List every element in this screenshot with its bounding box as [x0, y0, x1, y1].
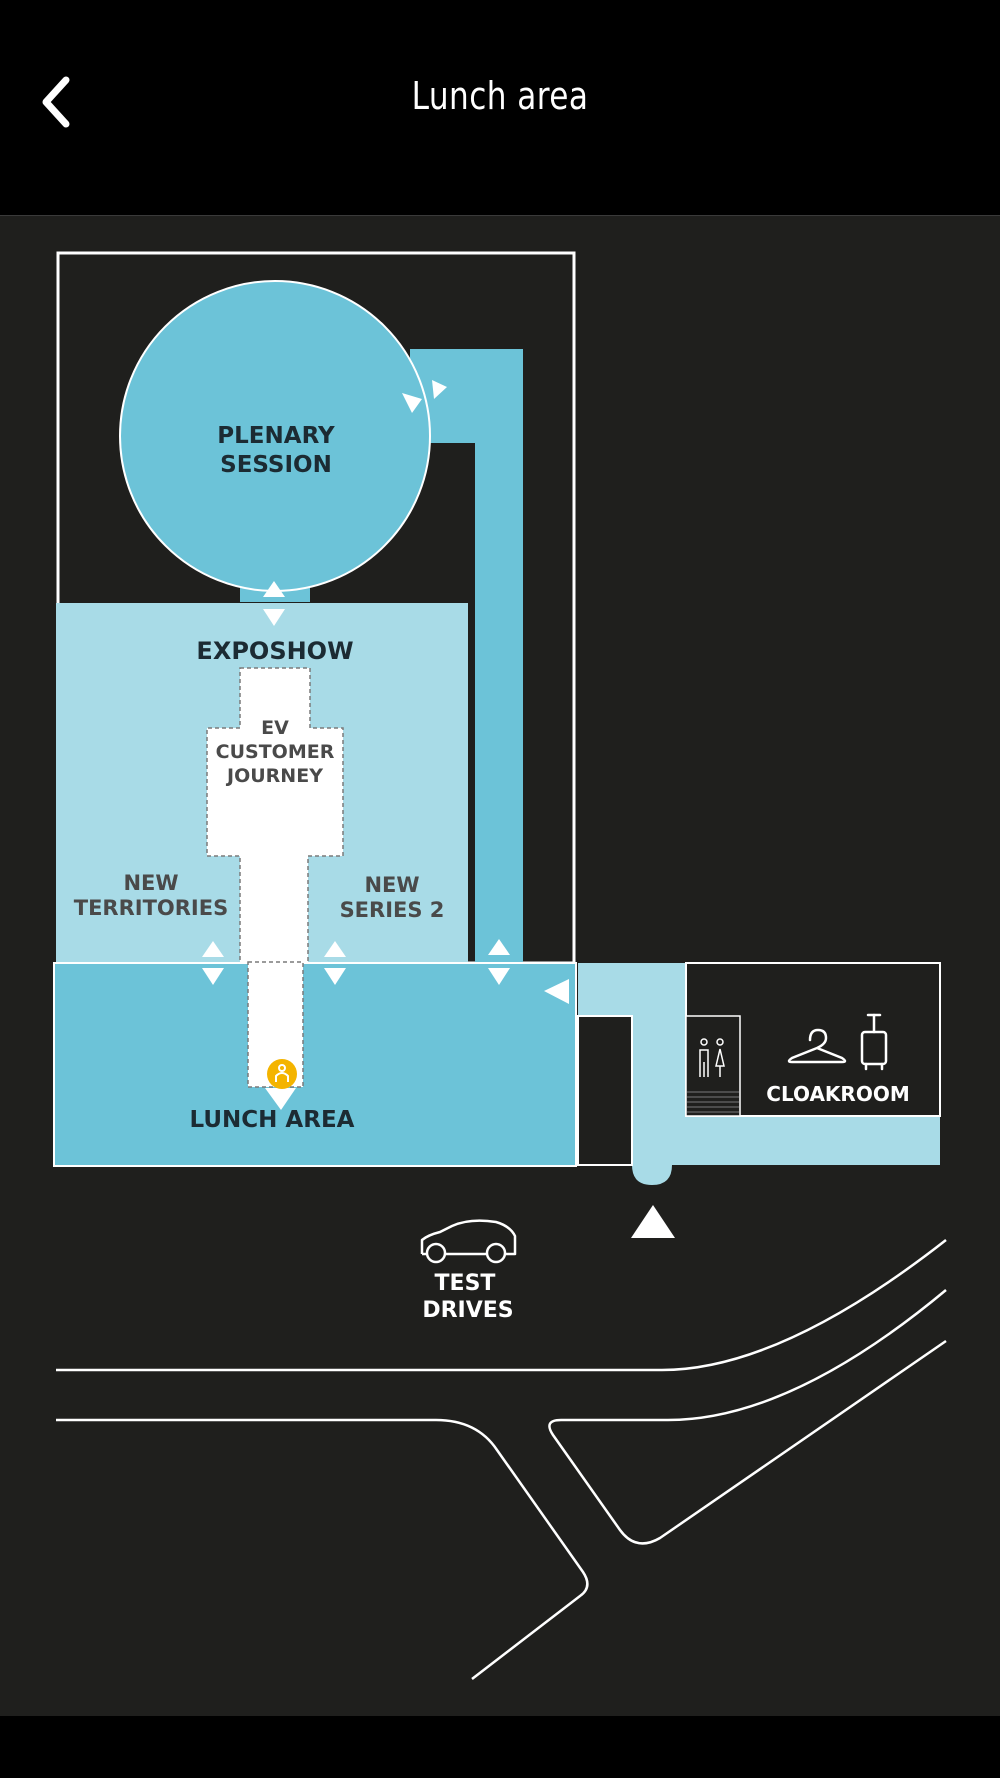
- entrance-arrow-icon[interactable]: [631, 1205, 675, 1238]
- lunch-area-zone[interactable]: [53, 962, 577, 1167]
- ev-corridor-extension: [247, 961, 304, 1088]
- plenary-label-1: PLENARY: [217, 423, 335, 449]
- lobby-outline: [577, 1015, 633, 1166]
- hanger-icon: [787, 1028, 847, 1064]
- plenary-label-2: SESSION: [220, 452, 332, 478]
- chevron-left-icon: [42, 76, 70, 128]
- new-territories-label-2: TERRITORIES: [74, 896, 228, 920]
- page-title: Lunch area: [411, 74, 589, 118]
- new-series-label-2: SERIES 2: [340, 898, 445, 922]
- new-series-label-1: NEW: [364, 873, 419, 897]
- new-territories-label-1: NEW: [123, 871, 178, 895]
- car-icon[interactable]: [420, 1219, 517, 1264]
- luggage-icon: [860, 1013, 888, 1071]
- ev-label-2: CUSTOMER: [216, 741, 335, 763]
- exposhow-label: EXPOSHOW: [196, 637, 353, 665]
- marker-pointer: [265, 1088, 296, 1110]
- cloakroom-label: CLOAKROOM: [766, 1082, 909, 1106]
- back-button[interactable]: [30, 68, 90, 136]
- entrance-corridor: [578, 963, 940, 1185]
- header-bar: Lunch area: [0, 0, 1000, 216]
- ev-customer-journey-zone[interactable]: [206, 667, 344, 964]
- ev-label-3: JOURNEY: [225, 765, 323, 787]
- restroom-icon[interactable]: [685, 1015, 741, 1117]
- right-corridor: [410, 349, 523, 962]
- floor-map[interactable]: PLENARY SESSION EXPOSHOW EV CUSTOMER JOU…: [0, 216, 1000, 1716]
- bottom-bar: [0, 1716, 1000, 1778]
- test-drives-label-1: TEST: [435, 1271, 496, 1296]
- test-drives-label-2: DRIVES: [422, 1298, 513, 1323]
- ev-label-1: EV: [261, 717, 289, 739]
- location-marker-icon[interactable]: [267, 1059, 297, 1089]
- road-lines: [56, 1239, 947, 1680]
- lunch-area-label: LUNCH AREA: [190, 1107, 355, 1133]
